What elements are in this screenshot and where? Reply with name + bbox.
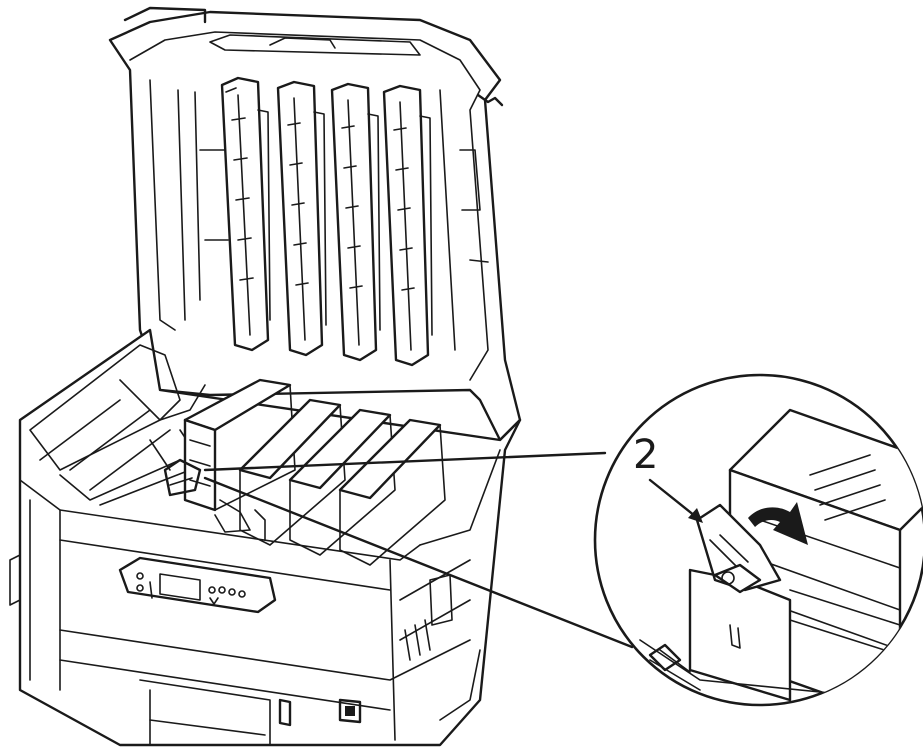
image-drum-4: [338, 418, 446, 566]
led-head-1: [220, 76, 271, 352]
led-head-2: [276, 80, 327, 357]
callout-number: 2: [633, 432, 658, 478]
callout-leader-lines: [203, 451, 634, 649]
led-head-3: [330, 82, 381, 362]
led-head-bars: [220, 76, 433, 367]
lock-lever: [695, 503, 782, 592]
curved-arrow-icon: [748, 502, 808, 545]
led-head-4: [382, 84, 433, 367]
pointer-arrow-icon: [648, 478, 703, 523]
control-panel: [118, 556, 277, 614]
drum-lever: [163, 458, 202, 497]
magnified-detail: 2: [593, 373, 923, 707]
image-drum-1: [183, 378, 296, 533]
image-drums: [163, 378, 446, 566]
